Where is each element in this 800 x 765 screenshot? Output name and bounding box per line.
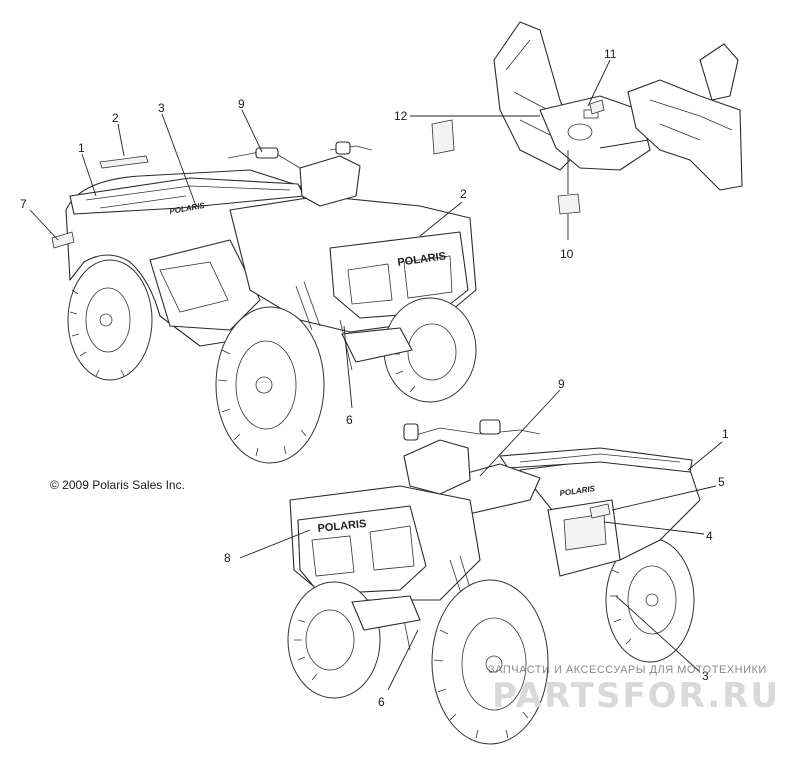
leader-lines [29, 59, 723, 691]
callout-11: 11 [604, 47, 617, 61]
callout-9-top: 9 [238, 97, 245, 111]
callout-10: 10 [560, 247, 574, 261]
watermark-site: PARTSFOR.RU [492, 676, 781, 716]
callout-4: 4 [706, 529, 713, 543]
callout-1-bottom: 1 [722, 427, 729, 441]
callout-6-bottom: 6 [378, 695, 385, 709]
decal-10 [557, 193, 581, 215]
callout-labels: 1 2 3 9 7 2 6 12 11 10 9 1 5 4 8 3 6 [20, 47, 729, 709]
decal-7 [51, 231, 75, 249]
callout-8: 8 [224, 551, 231, 565]
wheel-front-right-b [287, 581, 381, 699]
copyright-notice: © 2009 Polaris Sales Inc. [50, 478, 185, 492]
decal-4 [563, 513, 607, 551]
callout-2-top: 2 [112, 111, 119, 125]
wheel-rear-right [605, 537, 695, 663]
atv-front-three-quarter: POLARIS POLARIS [287, 419, 701, 745]
wheel-rear-left [67, 259, 153, 381]
decal-11 [589, 99, 605, 115]
decal-5 [589, 503, 611, 519]
wheel-front-left-b [431, 579, 549, 745]
callout-3-bottom: 3 [702, 669, 709, 683]
callout-5: 5 [718, 475, 725, 489]
callout-1-top: 1 [78, 141, 85, 155]
callout-9-bottom: 9 [558, 377, 565, 391]
callout-12: 12 [394, 109, 408, 123]
watermark-tagline: ЗАПЧАСТИ И АКСЕССУАРЫ ДЛЯ МОТОТЕХНИКИ [488, 664, 767, 676]
grille-brand-text-b: POLARIS [317, 518, 367, 535]
callout-2-front: 2 [460, 187, 467, 201]
headlight-pod-exploded [431, 21, 743, 215]
callout-3-top: 3 [158, 101, 165, 115]
atv-rear-three-quarter: POLARIS POLARIS [51, 141, 477, 464]
decal-12 [431, 119, 455, 155]
decal-2-top [99, 155, 149, 169]
callout-7: 7 [20, 197, 27, 211]
callout-6-top: 6 [346, 413, 353, 427]
wheel-front-left [215, 306, 325, 464]
